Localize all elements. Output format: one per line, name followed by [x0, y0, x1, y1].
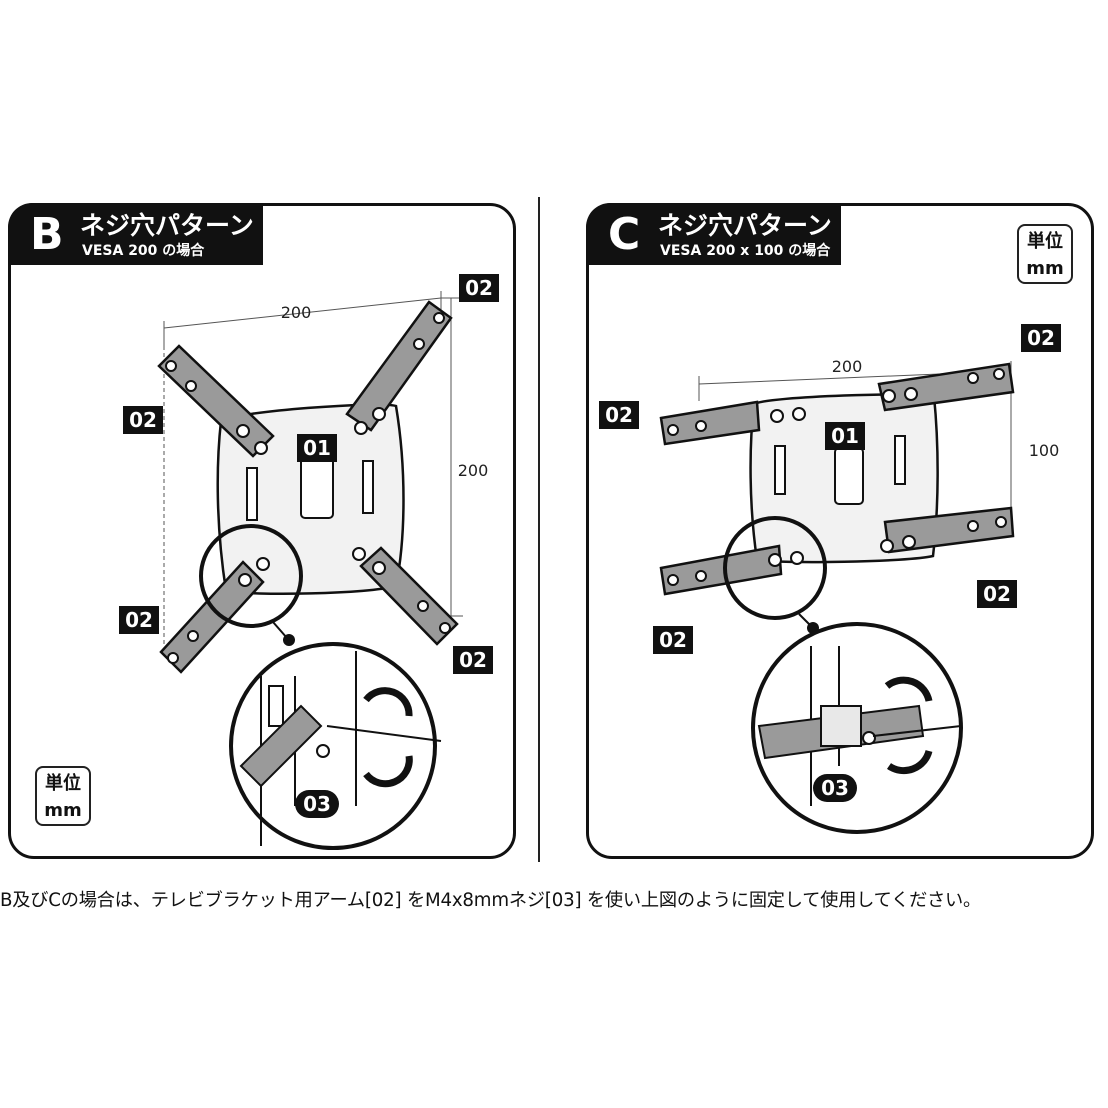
zoom-detail [757, 646, 962, 806]
arm-bottom-left [159, 560, 265, 674]
plate-slot-right [362, 460, 374, 514]
zoom-ring-small [199, 524, 303, 628]
panel-b-diagram: 200 200 [119, 274, 499, 850]
panel-c-unit-box: 単位 mm [1017, 224, 1073, 284]
arm-top-left [157, 344, 275, 458]
svg-text:02: 02 [129, 408, 157, 432]
tag-01: 01 [297, 434, 337, 462]
zoom-connector [272, 621, 288, 639]
arm-holes [165, 312, 451, 664]
height-dimension: 100 [1029, 441, 1060, 460]
arm-bottom-left [659, 544, 783, 596]
instruction-caption: B及びCの場合は、テレビブラケット用アーム[02] をM4x8mmネジ[03] … [0, 890, 982, 911]
arm-top-right [877, 362, 1015, 412]
tag-02-top-right: 02 [1021, 324, 1061, 352]
panel-c: C ネジ穴パターン VESA 200 x 100 の場合 単位 mm 200 1… [586, 203, 1094, 859]
svg-text:02: 02 [659, 628, 687, 652]
arm-top-left [659, 400, 761, 446]
arm-bottom-right [359, 546, 459, 646]
screws [236, 407, 386, 587]
tag-03: 03 [295, 790, 339, 818]
svg-text:03: 03 [821, 776, 849, 800]
width-dimension: 200 [281, 303, 312, 322]
panel-divider [538, 197, 540, 862]
plate-slot [300, 455, 334, 519]
svg-text:02: 02 [465, 276, 493, 300]
width-dimension: 200 [832, 357, 863, 376]
zoom-dot [283, 634, 295, 646]
panel-c-letter: C [608, 209, 641, 260]
height-dimension: 200 [458, 461, 489, 480]
plate-slot-left [774, 445, 786, 495]
unit-label: 単位 [1027, 231, 1063, 252]
svg-text:02: 02 [1027, 326, 1055, 350]
tag-03: 03 [813, 774, 857, 802]
svg-text:02: 02 [125, 608, 153, 632]
plate-slot [834, 447, 864, 505]
tag-02-bottom-right: 02 [453, 646, 493, 674]
unit-value: mm [1026, 258, 1064, 279]
svg-text:01: 01 [831, 424, 859, 448]
panel-c-title: ネジ穴パターン [658, 211, 832, 240]
panel-b-header: B ネジ穴パターン VESA 200 の場合 [8, 203, 263, 265]
panel-b: B ネジ穴パターン VESA 200 の場合 単位 mm 200 200 [8, 203, 516, 859]
svg-text:01: 01 [303, 436, 331, 460]
tag-02-top-left: 02 [123, 406, 163, 434]
svg-text:02: 02 [605, 403, 633, 427]
tag-02-bottom-left: 02 [653, 626, 693, 654]
svg-text:02: 02 [983, 582, 1011, 606]
svg-text:02: 02 [459, 648, 487, 672]
unit-value: mm [44, 800, 82, 821]
panel-b-letter: B [30, 209, 64, 260]
panel-b-unit-box: 単位 mm [35, 766, 91, 826]
tag-02-bottom-right: 02 [977, 580, 1017, 608]
panel-c-header: C ネジ穴パターン VESA 200 x 100 の場合 [586, 203, 841, 265]
tag-02-top-left: 02 [599, 401, 639, 429]
zoom-ring-small [723, 516, 827, 620]
panel-c-diagram: 200 100 [599, 324, 1061, 834]
plate-slot-left [246, 467, 258, 521]
screws [768, 387, 918, 567]
panel-b-subtitle: VESA 200 の場合 [82, 243, 205, 259]
panel-b-title: ネジ穴パターン [80, 211, 254, 240]
arm-holes [667, 368, 1007, 586]
tag-02-top-right: 02 [459, 274, 499, 302]
svg-text:03: 03 [303, 792, 331, 816]
zoom-detail [239, 651, 442, 846]
tag-01: 01 [825, 422, 865, 450]
tag-02-bottom-left: 02 [119, 606, 159, 634]
panel-c-subtitle: VESA 200 x 100 の場合 [660, 243, 831, 259]
plate-slot-right [894, 435, 906, 485]
unit-label: 単位 [45, 773, 81, 794]
